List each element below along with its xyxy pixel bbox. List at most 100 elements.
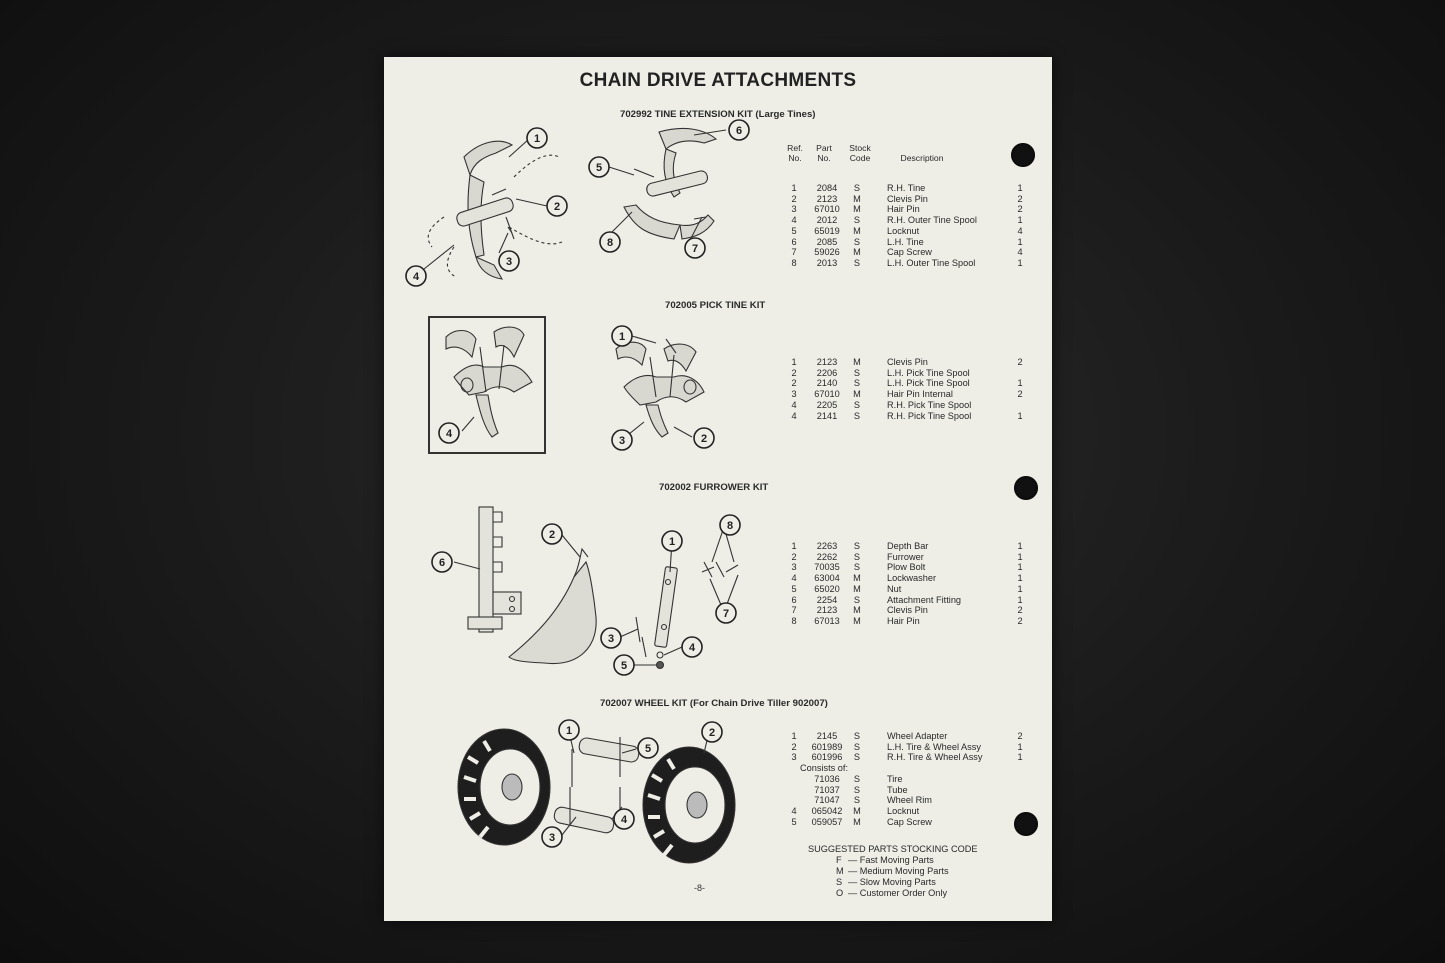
quantity-cell: 2 [1017, 615, 1023, 626]
callout-number: 2 [709, 727, 715, 739]
description-cell: Depth Bar [887, 541, 929, 551]
stock-code-cell: M [853, 389, 861, 400]
quantity-cell: 2 [1017, 731, 1023, 741]
callout-circle-3a [498, 250, 520, 272]
header-stock-code: Stock Code [844, 143, 876, 163]
stock-code-cell: S [853, 367, 861, 378]
stocking-code-description: — Fast Moving Parts [848, 855, 934, 865]
quantity-cell: 1 [1017, 410, 1023, 421]
stocking-code-item: S— Slow Moving Parts [836, 877, 936, 888]
stock-code-cell: S [853, 773, 861, 784]
part-no-cell: 63004 [814, 573, 840, 584]
callout-circle-4d [613, 808, 635, 830]
callout-number: 3 [506, 256, 512, 268]
stock-code-cell: M [853, 605, 861, 616]
stock-code-cell: S [853, 541, 861, 551]
callout-circle-2b [693, 427, 715, 449]
description-cell: Clevis Pin [887, 193, 928, 204]
stock-code-cell: S [853, 215, 861, 226]
wheel-right-figure [642, 746, 736, 864]
part-no-cell: 71037 [814, 784, 840, 795]
description-cell: L.H. Pick Tine Spool [887, 378, 970, 389]
part-no-cell: 2254 [816, 594, 838, 605]
callout-number: 4 [446, 428, 453, 440]
stock-code-cell: S [853, 784, 861, 795]
callout-circle-1a [526, 127, 548, 149]
stock-code-cell: M [853, 357, 861, 367]
callout-number: 2 [554, 201, 560, 213]
description-cell: R.H. Pick Tine Spool [887, 399, 972, 410]
ref-no-cell: 6 [791, 594, 797, 605]
part-no-cell: 59026 [814, 247, 840, 258]
callout-number: 5 [645, 743, 651, 755]
quantity-cell: 2 [1017, 193, 1023, 204]
callout-number: 1 [619, 331, 625, 343]
quantity-cell: 1 [1017, 594, 1023, 605]
description-cell: Hair Pin [887, 204, 920, 215]
ref-no-cell: 7 [791, 605, 797, 616]
callout-number: 1 [566, 725, 572, 737]
header-part-line2: No. [817, 153, 831, 163]
quantity-cell: 1 [1017, 183, 1023, 193]
header-stock-line1: Stock [849, 143, 871, 153]
pick-tine-box-frame [428, 316, 546, 454]
quantity-cell: 1 [1017, 236, 1023, 247]
ref-no-cell: 2 [791, 378, 797, 389]
part-no-cell: 67010 [814, 204, 840, 215]
ref-no-cell: 4 [791, 805, 797, 816]
ref-no-cell: 2 [791, 367, 797, 378]
callout-circle-5a [588, 156, 610, 178]
ref-no-cell: 3 [791, 389, 797, 400]
stock-code-cell: M [853, 816, 861, 827]
description-cell: Clevis Pin [887, 357, 928, 367]
ref-no-cell: 3 [791, 752, 797, 763]
quantity-cell: 1 [1017, 562, 1023, 573]
part-no-cell: 71036 [814, 773, 840, 784]
description-cell: L.H. Pick Tine Spool [887, 367, 970, 378]
stock-code-cell: S [853, 399, 861, 410]
ref-no-cell: 5 [791, 816, 797, 827]
part-no-cell: 65019 [814, 225, 840, 236]
description-cell: Locknut [887, 225, 920, 236]
callout-number: 2 [701, 433, 707, 445]
part-no-cell: Consists of: [800, 763, 848, 774]
callout-number: 5 [596, 162, 602, 174]
header-stock-line2: Code [849, 153, 871, 163]
quantity-cell: 2 [1017, 605, 1023, 616]
stocking-code-letter: O [836, 888, 844, 898]
part-no-cell: 2206 [816, 367, 838, 378]
stocking-code-item: F— Fast Moving Parts [836, 855, 934, 866]
ref-no-cell: 2 [791, 741, 797, 752]
callout-circle-3b [611, 429, 633, 451]
quantity-cell: 1 [1017, 752, 1023, 763]
ref-no-cell: 3 [791, 204, 797, 215]
ref-no-cell: 3 [791, 562, 797, 573]
part-no-cell: 2123 [816, 357, 838, 367]
description-cell: Locknut [887, 805, 920, 816]
description-cell: Nut [887, 583, 902, 594]
part-no-cell: 601996 [811, 752, 843, 763]
part-no-cell: 2262 [816, 551, 838, 562]
part-no-cell: 67013 [814, 615, 840, 626]
callout-circle-5c [613, 654, 635, 676]
stocking-code-title: SUGGESTED PARTS STOCKING CODE [808, 844, 978, 854]
ref-no-cell: 4 [791, 399, 797, 410]
stocking-code-letter: M [836, 866, 844, 876]
callout-circle-7a [684, 237, 706, 259]
callout-circle-2d [701, 721, 723, 743]
ref-no-cell: 5 [791, 583, 797, 594]
part-no-cell: 71047 [814, 795, 840, 806]
ref-no-cell: 5 [791, 225, 797, 236]
callout-circle-3c [600, 627, 622, 649]
part-no-cell: 2123 [816, 605, 838, 616]
callout-circle-3d [541, 826, 563, 848]
tine-extension-left-figure [427, 140, 563, 280]
part-no-cell: 2085 [816, 236, 838, 247]
ref-no-cell: 1 [791, 541, 797, 551]
part-no-cell: 2123 [816, 193, 838, 204]
stocking-code-description: — Medium Moving Parts [848, 866, 949, 876]
kit-title-wheel: 702007 WHEEL KIT (For Chain Drive Tiller… [600, 698, 828, 709]
quantity-cell: 1 [1017, 378, 1023, 389]
description-cell: L.H. Tine [887, 236, 924, 247]
part-no-cell: 059057 [811, 816, 843, 827]
